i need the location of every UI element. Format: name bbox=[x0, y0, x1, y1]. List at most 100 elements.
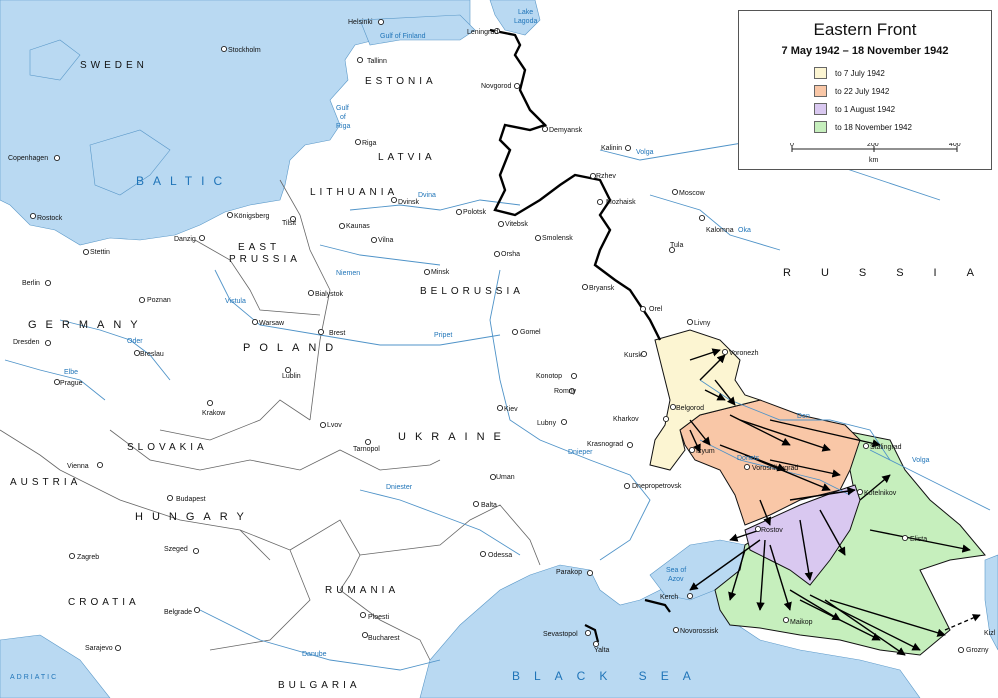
city-label-konotop: Konotop bbox=[536, 373, 562, 380]
city-dot bbox=[856, 488, 864, 496]
city-label-danzig: Danzig bbox=[174, 236, 196, 243]
city-label-gomel: Gomel bbox=[520, 329, 541, 336]
city-label-tarnopol: Tarnopol bbox=[353, 446, 380, 453]
advance-arrows bbox=[689, 348, 971, 656]
label-river-niemen: Niemen bbox=[336, 270, 360, 277]
label-sea-of-azov-1: Sea of bbox=[666, 567, 686, 574]
legend-label: to 7 July 1942 bbox=[835, 68, 885, 78]
city-label-romny: Romny bbox=[554, 388, 577, 395]
city-dot bbox=[626, 441, 634, 449]
city-dot bbox=[721, 348, 729, 356]
label-bulgaria: BULGARIA bbox=[278, 680, 361, 691]
city-label-zagreb: Zagreb bbox=[77, 554, 99, 561]
label-river-volga-north: Volga bbox=[636, 149, 654, 156]
city-dot bbox=[534, 234, 542, 242]
label-river-volga-south: Volga bbox=[912, 457, 930, 464]
city-dot bbox=[114, 644, 122, 652]
city-label-kotelnikov: Kotelnikov bbox=[864, 490, 897, 497]
river-labels: Dvina Niemen Vistula Oder Elbe Pripet Vo… bbox=[64, 149, 930, 658]
city-label-novorossisk: Novorossisk bbox=[680, 628, 719, 635]
legend-swatch bbox=[814, 121, 827, 133]
label-river-pripet: Pripet bbox=[434, 332, 452, 339]
front-line-crimea bbox=[584, 598, 671, 643]
label-ukraine: UKRAINE bbox=[398, 431, 510, 443]
city-dot bbox=[686, 592, 694, 600]
city-label-sarajevo: Sarajevo bbox=[85, 645, 113, 652]
city-dot bbox=[639, 305, 647, 313]
city-dot bbox=[53, 154, 61, 162]
scale-unit: km bbox=[869, 157, 879, 164]
borders bbox=[0, 179, 541, 661]
legend-swatch bbox=[814, 85, 827, 97]
city-dot bbox=[568, 387, 576, 395]
city-dot bbox=[592, 640, 600, 648]
city-label-krasnograd: Krasnograd bbox=[587, 441, 623, 448]
city-dot bbox=[338, 222, 346, 230]
legend-item-22-july: to 22 July 1942 bbox=[814, 85, 889, 97]
label-hungary: HUNGARY bbox=[135, 511, 253, 523]
city-label-rostock: Rostock bbox=[37, 215, 63, 222]
city-dot bbox=[361, 631, 369, 639]
city-dot bbox=[82, 248, 90, 256]
city-dot bbox=[901, 534, 909, 542]
city-dot bbox=[317, 328, 325, 336]
city-label-lvov: Lvov bbox=[327, 422, 342, 429]
city-dot bbox=[698, 214, 706, 222]
city-dot bbox=[511, 328, 519, 336]
city-dot bbox=[423, 268, 431, 276]
city-dot bbox=[489, 473, 497, 481]
label-black-sea: BLACK SEA bbox=[512, 669, 705, 683]
front-line-may-1942 bbox=[489, 28, 662, 341]
city-dot bbox=[193, 606, 201, 614]
city-label-polotsk: Polotsk bbox=[463, 209, 486, 216]
label-adriatic: ADRIATIC bbox=[10, 674, 58, 681]
city-labels: Helsinki Leningrad Tallinn Stockholm Nov… bbox=[8, 19, 996, 654]
city-dot bbox=[560, 418, 568, 426]
city-label-warsaw: Warsaw bbox=[259, 320, 285, 327]
legend-swatch bbox=[814, 103, 827, 115]
city-dot bbox=[672, 626, 680, 634]
city-label-budapest: Budapest bbox=[176, 496, 206, 503]
label-river-don: Don bbox=[797, 413, 810, 420]
city-dot bbox=[284, 366, 292, 374]
city-dot bbox=[743, 463, 751, 471]
city-label-stalingrad: Stalingrad bbox=[870, 444, 902, 451]
label-rumania: RUMANIA bbox=[325, 585, 399, 596]
city-label-yalta: Yalta bbox=[594, 647, 610, 654]
legend-subtitle: 7 May 1942 – 18 November 1942 bbox=[781, 45, 949, 57]
label-poland: POLAND bbox=[243, 342, 342, 354]
city-dot bbox=[623, 482, 631, 490]
city-dot bbox=[96, 461, 104, 469]
city-dot bbox=[624, 144, 632, 152]
city-label-kursk: Kursk bbox=[624, 352, 642, 359]
city-label-copenhagen: Copenhagen bbox=[8, 155, 48, 162]
city-label-orsha: Orsha bbox=[501, 251, 520, 258]
city-label-konigsberg: Königsberg bbox=[234, 213, 270, 220]
city-label-moscow: Moscow bbox=[679, 190, 706, 197]
label-estonia: ESTONIA bbox=[365, 76, 437, 87]
scale-tick-0: 0 bbox=[790, 143, 794, 148]
city-label-lubny: Lubny bbox=[537, 420, 557, 427]
city-dot bbox=[166, 494, 174, 502]
label-lake-ladoga-1: Lake bbox=[518, 9, 533, 16]
city-label-bialystok: Bialystok bbox=[315, 291, 344, 298]
label-croatia: CROATIA bbox=[68, 597, 140, 608]
city-dot bbox=[455, 208, 463, 216]
city-label-kaunas: Kaunas bbox=[346, 223, 370, 230]
city-label-sevastopol: Sevastopol bbox=[543, 631, 578, 638]
city-dot bbox=[754, 525, 762, 533]
city-label-berlin: Berlin bbox=[22, 280, 40, 287]
city-label-smolensk: Smolensk bbox=[542, 235, 573, 242]
city-dot bbox=[220, 45, 228, 53]
legend-label: to 18 November 1942 bbox=[835, 122, 912, 132]
city-dot bbox=[596, 198, 604, 206]
city-dot bbox=[662, 415, 670, 423]
label-gulf-of-riga-1: Gulf bbox=[336, 105, 349, 112]
city-label-kiev: Kiev bbox=[504, 406, 518, 413]
label-slovakia: SLOVAKIA bbox=[127, 442, 208, 453]
city-dot bbox=[493, 27, 501, 35]
label-river-dvina: Dvina bbox=[418, 192, 436, 199]
city-label-demyansk: Demyansk bbox=[549, 127, 583, 134]
city-label-voronezh: Voronezh bbox=[729, 350, 759, 357]
